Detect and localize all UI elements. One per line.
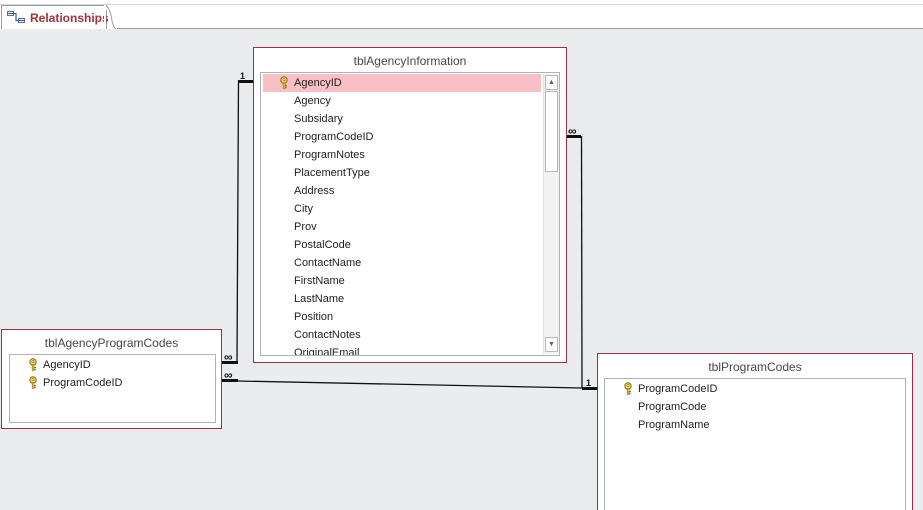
table-agency-program-codes[interactable]: tblAgencyProgramCodes ProgramCodeID Agenc…	[1, 329, 222, 429]
field-row[interactable]: Prov	[263, 218, 541, 236]
primary-key-icon	[28, 358, 38, 371]
field-name: Agency	[294, 95, 331, 107]
field-name: ProgramName	[638, 419, 710, 431]
field-list[interactable]: OriginalEmail ContactNotes Position LastNam…	[260, 72, 560, 356]
table-title: tblProgramCodes	[708, 360, 802, 374]
field-name: AgencyID	[43, 359, 91, 371]
scroll-down-button[interactable]: ▼	[545, 337, 558, 352]
tab-strip-top-border	[0, 4, 923, 5]
cardinality-one-program: 1	[586, 378, 592, 388]
field-row[interactable]: OriginalEmail	[263, 344, 541, 356]
field-row[interactable]: City	[263, 200, 541, 218]
field-name: ContactNotes	[294, 329, 361, 341]
scroll-up-button[interactable]: ▲	[545, 75, 558, 90]
field-row[interactable]: ContactNotes	[263, 326, 541, 344]
field-name: Position	[294, 311, 334, 323]
field-list-scrollbar[interactable]: ▲ ▼	[543, 74, 559, 354]
field-row[interactable]: ProgramCodeID	[263, 128, 541, 146]
field-name: ContactName	[294, 257, 362, 269]
field-name: PlacementType	[294, 167, 370, 179]
field-name: AgencyID	[294, 77, 342, 89]
table-title: tblAgencyProgramCodes	[44, 336, 179, 350]
field-name: PostalCode	[294, 239, 351, 251]
field-name: ProgramCodeID	[294, 131, 374, 143]
field-name: OriginalEmail	[294, 347, 360, 356]
tab-strip-bottom-border	[117, 28, 923, 29]
field-row[interactable]: Subsidary	[263, 110, 541, 128]
field-row[interactable]: FirstName	[263, 272, 541, 290]
cardinality-many-program: ∞	[224, 368, 233, 382]
field-name: ProgramCode	[638, 401, 707, 413]
document-tab-strip: Relationships	[0, 0, 923, 29]
cardinality-one-agency: 1	[240, 71, 246, 81]
primary-key-icon	[279, 76, 289, 89]
field-row[interactable]: ProgramNotes	[263, 146, 541, 164]
tab-notch	[104, 5, 116, 29]
primary-key-icon	[623, 382, 633, 395]
field-row[interactable]: Position	[263, 308, 541, 326]
field-name: Address	[294, 185, 335, 197]
field-row[interactable]: AgencyID	[263, 74, 541, 92]
table-agency-information[interactable]: tblAgencyInformation OriginalEmail Contac…	[253, 47, 567, 363]
field-name: Subsidary	[294, 113, 343, 125]
field-row[interactable]: Agency	[263, 92, 541, 110]
tab-relationships[interactable]: Relationships	[1, 5, 109, 29]
field-row[interactable]: ProgramName	[607, 416, 903, 434]
cardinality-many-agency-info: ∞	[568, 124, 577, 138]
field-row[interactable]: AgencyID	[12, 356, 212, 374]
field-name: City	[294, 203, 313, 215]
field-name: ProgramCodeID	[43, 377, 123, 389]
field-list[interactable]: ProgramCodeID AgencyID	[9, 354, 216, 423]
cardinality-many-agency: ∞	[224, 350, 233, 364]
field-name: LastName	[294, 293, 345, 305]
field-row[interactable]: ProgramCodeID	[607, 380, 903, 398]
field-name: ProgramNotes	[294, 149, 365, 161]
field-row[interactable]: PostalCode	[263, 236, 541, 254]
field-row[interactable]: Address	[263, 182, 541, 200]
primary-key-icon	[28, 376, 38, 389]
relationships-icon	[7, 11, 25, 23]
field-name: ProgramCodeID	[638, 383, 718, 395]
scroll-thumb[interactable]	[545, 91, 558, 172]
table-title: tblAgencyInformation	[353, 54, 467, 68]
field-row[interactable]: LastName	[263, 290, 541, 308]
field-row[interactable]: ContactName	[263, 254, 541, 272]
field-name: FirstName	[294, 275, 345, 287]
tab-relationships-label: Relationships	[30, 11, 109, 25]
field-name: Prov	[294, 221, 317, 233]
field-row[interactable]: ProgramCode	[607, 398, 903, 416]
field-list[interactable]: ProgramName ProgramCode ProgramCodeID	[604, 378, 906, 510]
field-row[interactable]: PlacementType	[263, 164, 541, 182]
field-row[interactable]: ProgramCodeID	[12, 374, 212, 392]
